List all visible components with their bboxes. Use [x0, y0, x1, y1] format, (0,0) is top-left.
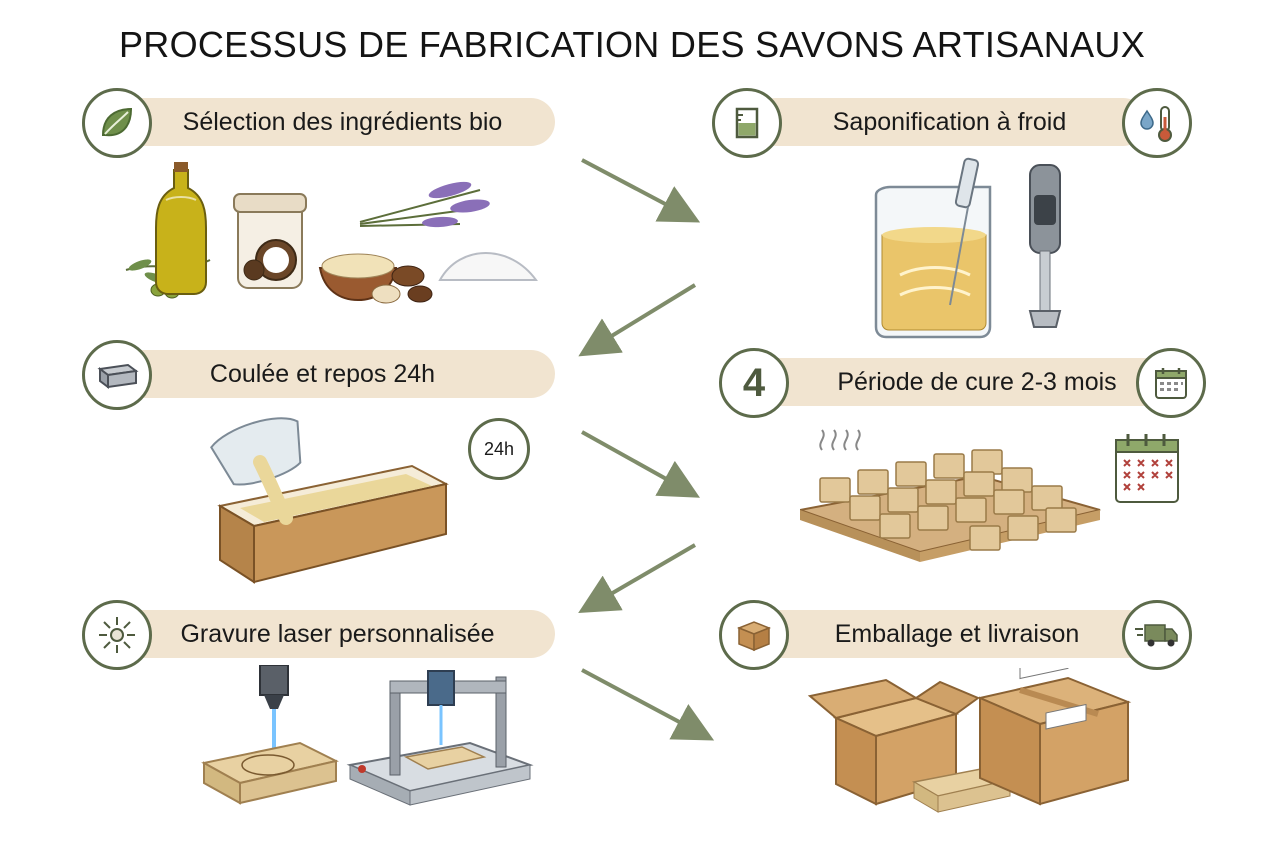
laser-icon-badge	[82, 600, 152, 670]
thermometer-icon	[1140, 106, 1172, 142]
arrow-3-to-4	[581, 430, 700, 498]
timer-badge: 24h	[468, 418, 530, 480]
arrow-5-to-6	[581, 668, 715, 741]
arrow-2-to-3	[578, 283, 697, 357]
step-number: 4	[742, 361, 766, 405]
leaf-icon-badge	[82, 88, 152, 158]
packaging-illustration	[807, 668, 1132, 813]
step-4-label: Période de cure 2-3 mois	[837, 367, 1117, 396]
curing-illustration	[800, 429, 1101, 562]
thermometer-icon-badge	[1122, 88, 1192, 158]
step-3-label-pill: Coulée et repos 24h	[100, 350, 555, 398]
laser-engraving-illustration	[201, 665, 534, 806]
step-1-label: Sélection des ingrédients bio	[182, 107, 503, 136]
step-4-label-pill: Période de cure 2-3 mois	[752, 358, 1172, 406]
laser-icon	[99, 617, 135, 653]
beaker-icon	[735, 107, 759, 139]
step-6-label-pill: Emballage et livraison	[752, 610, 1152, 658]
delivery-truck-icon	[1135, 624, 1178, 647]
pouring-illustration	[210, 417, 449, 584]
saponification-illustration	[874, 157, 1062, 339]
step-2-label-pill: Saponification à froid	[752, 98, 1147, 146]
ingredients-illustration	[125, 162, 538, 304]
leaf-icon	[101, 107, 133, 137]
page-title: PROCESSUS DE FABRICATION DES SAVONS ARTI…	[118, 24, 1146, 65]
calendar-icon-badge	[1136, 348, 1206, 418]
arrow-1-to-2	[581, 158, 701, 223]
calendar-illustration	[1115, 434, 1179, 503]
step-2-label: Saponification à froid	[832, 107, 1067, 136]
timer-label: 24h	[483, 438, 515, 459]
arrow-4-to-5	[578, 543, 697, 614]
step-5-label: Gravure laser personnalisée	[180, 619, 495, 648]
step-1-label-pill: Sélection des ingrédients bio	[100, 98, 555, 146]
mold-icon-badge	[82, 340, 152, 410]
step-4-number-badge: 4	[719, 348, 789, 418]
step-3-label: Coulée et repos 24h	[209, 359, 436, 388]
box-icon-badge	[719, 600, 789, 670]
beaker-icon-badge	[712, 88, 782, 158]
mold-icon	[97, 363, 139, 389]
delivery-truck-icon-badge	[1122, 600, 1192, 670]
step-5-label-pill: Gravure laser personnalisée	[100, 610, 555, 658]
step-6-label: Emballage et livraison	[834, 619, 1080, 648]
calendar-icon	[1155, 368, 1187, 399]
box-icon	[736, 621, 772, 652]
